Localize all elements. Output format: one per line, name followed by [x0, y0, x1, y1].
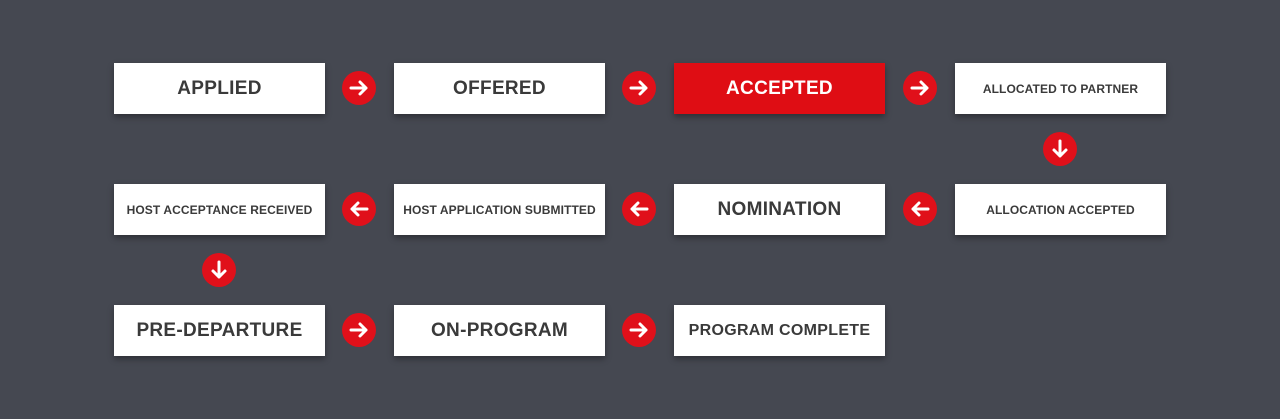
- arrow-right-icon: [342, 313, 376, 347]
- step-host-acceptance-received: HOST ACCEPTANCE RECEIVED: [114, 184, 325, 235]
- step-host-application-submitted: HOST APPLICATION SUBMITTED: [394, 184, 605, 235]
- arrow-down-icon: [202, 253, 236, 287]
- step-on-program: ON-PROGRAM: [394, 305, 605, 356]
- arrow-right-icon: [622, 313, 656, 347]
- arrow-right-icon: [622, 71, 656, 105]
- step-allocated-to-partner: ALLOCATED TO PARTNER: [955, 63, 1166, 114]
- step-applied: APPLIED: [114, 63, 325, 114]
- step-pre-departure: PRE-DEPARTURE: [114, 305, 325, 356]
- step-offered: OFFERED: [394, 63, 605, 114]
- step-accepted: ACCEPTED: [674, 63, 885, 114]
- step-allocation-accepted: ALLOCATION ACCEPTED: [955, 184, 1166, 235]
- arrow-left-icon: [622, 192, 656, 226]
- arrow-left-icon: [342, 192, 376, 226]
- arrow-left-icon: [903, 192, 937, 226]
- step-program-complete: PROGRAM COMPLETE: [674, 305, 885, 356]
- arrow-right-icon: [903, 71, 937, 105]
- step-nomination: NOMINATION: [674, 184, 885, 235]
- arrow-right-icon: [342, 71, 376, 105]
- arrow-down-icon: [1043, 132, 1077, 166]
